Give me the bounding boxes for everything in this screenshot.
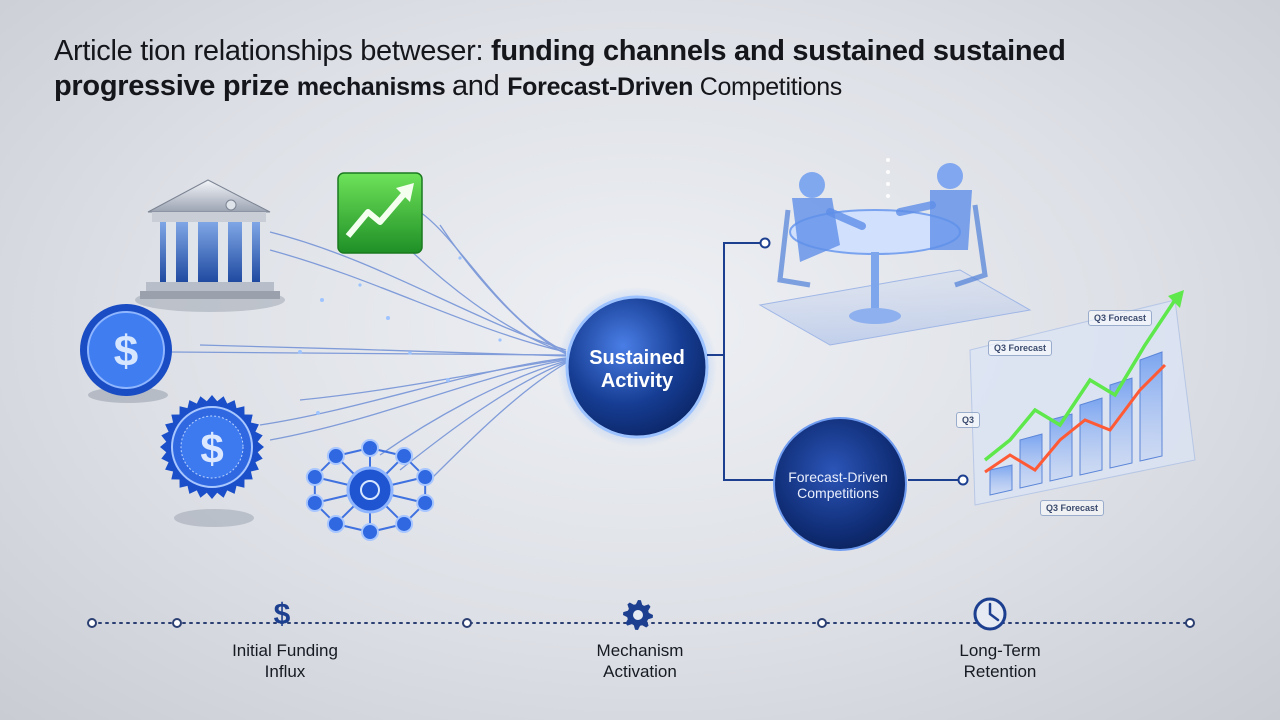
dollar-icon: $ [274,598,291,631]
network-hub-icon [305,439,435,541]
line-sparkles [298,256,502,415]
hub-node [416,468,435,487]
hub-node [305,493,324,512]
forecast-driven-node [773,417,907,551]
forecast-chart-icon [969,290,1196,506]
hub-node [416,493,435,512]
svg-text:$: $ [114,327,138,376]
chart-tag: Q3 Forecast [1040,500,1105,516]
growth-chart-icon [337,172,423,254]
dollar-seal-icon: $ [160,395,264,527]
svg-text:$: $ [274,598,291,631]
hub-node [361,523,379,541]
meeting-table-icon [758,158,1032,346]
hub-node [305,468,324,487]
hub-node [395,447,414,466]
svg-text:$: $ [200,425,223,472]
gear-hole [633,610,643,620]
hub-node [395,514,414,533]
clock-icon [973,597,1007,631]
chart-tag: Q3 Forecast [988,340,1053,356]
sustained-activity-node [557,287,717,447]
chart-tag: Q3 Forecast [1088,310,1153,326]
hub-node [326,447,345,466]
hub-node [326,514,345,533]
branch-dots [759,237,969,486]
gear-icon [623,600,653,630]
hub-core [346,466,394,514]
connection-lines [169,211,567,481]
timeline: $ [87,597,1195,631]
hub-node [361,439,379,457]
hub-core-ring [360,480,380,500]
dollar-coin-icon: $ [80,304,172,403]
bank-icon [135,179,285,312]
page-title: Article tion relationships betweser: fun… [54,35,1066,102]
chart-tag: Q3 [956,412,981,428]
branch-lines [707,242,960,481]
